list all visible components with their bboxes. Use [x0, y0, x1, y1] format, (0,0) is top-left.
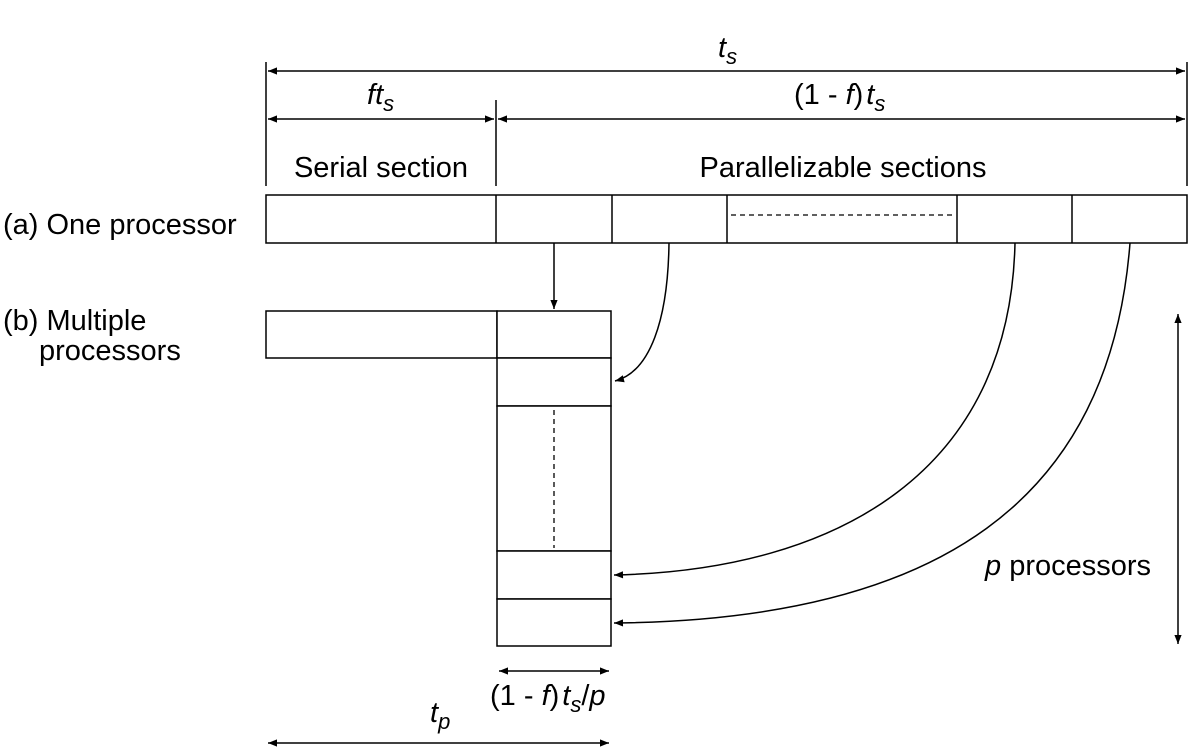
arrow-segment-2	[614, 242, 670, 383]
tp-dimension: tp	[268, 697, 609, 747]
processor-block	[496, 310, 612, 359]
ts-dimension: ts	[265, 32, 1188, 186]
fts-label: fts	[367, 79, 394, 116]
p-processors-dimension: p processors	[984, 314, 1182, 644]
arrow-segment-3	[613, 242, 1016, 579]
processor-block	[496, 357, 612, 407]
one-processor-label: (a) One processor	[3, 209, 237, 241]
one-processor-bar	[265, 194, 1188, 244]
processor-block	[496, 598, 612, 647]
multiple-processors-label-line1: (b) Multiple	[3, 305, 146, 337]
per-processor-label: (1 - f)ts/p	[490, 680, 606, 717]
split-dimensions: fts (1 - f)ts	[268, 79, 1185, 186]
multiple-processors-label-line2: processors	[39, 335, 181, 367]
one-minus-f-ts-label: (1 - f)ts	[794, 79, 885, 116]
processor-block	[496, 550, 612, 600]
serial-section-label: Serial section	[294, 152, 468, 184]
serial-block	[265, 310, 498, 359]
per-processor-dimension: (1 - f)ts/p	[490, 667, 609, 717]
parallel-sections-label: Parallelizable sections	[700, 152, 987, 184]
ts-label: ts	[718, 32, 737, 69]
tp-label: tp	[430, 697, 450, 734]
arrow-segment-4	[613, 242, 1131, 627]
multiple-processor-blocks	[265, 310, 612, 647]
mapping-arrows	[550, 242, 1131, 627]
p-processors-label: p processors	[984, 550, 1151, 582]
